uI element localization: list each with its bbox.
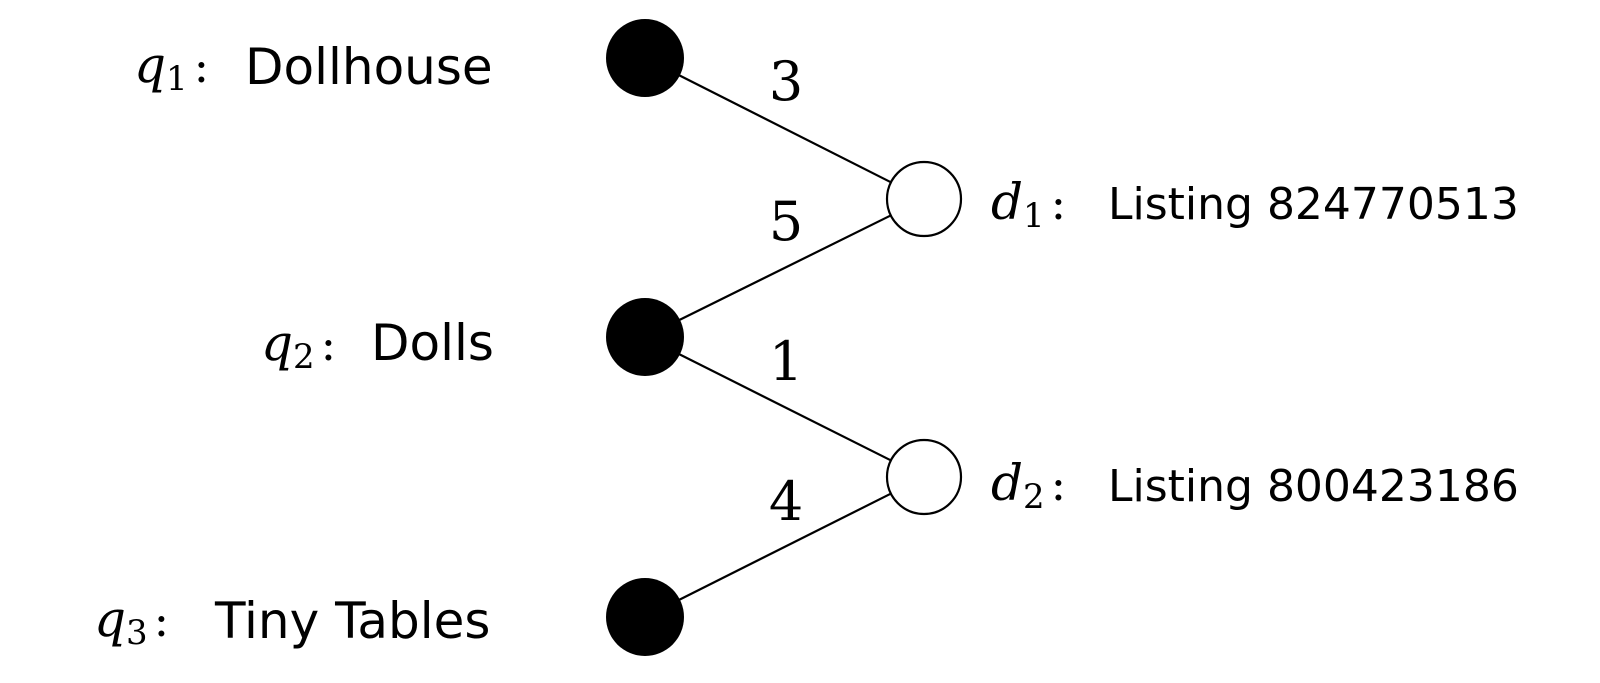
document-colon-d1: : [1051, 176, 1067, 230]
query-node-q2 [606, 298, 684, 376]
document-var-d1: d [991, 173, 1023, 231]
svg-text:q2:: q2: [261, 314, 336, 377]
edge-weight-q2-d1: 5 [769, 190, 803, 253]
query-sub-q1: 1 [166, 59, 188, 99]
query-label-q3: q3: Tiny Tables [94, 590, 490, 653]
document-colon-d2: : [1051, 457, 1067, 511]
edge-q1-d1 [644, 57, 925, 200]
document-node-d2 [885, 438, 963, 516]
query-text-q1: Dollhouse [245, 38, 493, 96]
query-label-q2: q2: Dolls [261, 314, 494, 377]
svg-text:d2:: d2: [991, 454, 1066, 517]
document-node-d1 [885, 160, 963, 238]
query-colon-q1: : [194, 39, 210, 93]
query-colon-q3: : [154, 593, 170, 647]
edge-q2-d1 [644, 198, 925, 338]
query-var-q3: q [94, 590, 126, 648]
query-node-q3 [606, 578, 684, 656]
edge-q3-d2 [644, 476, 925, 618]
document-var-d2: d [991, 454, 1023, 512]
query-var-q2: q [261, 314, 293, 372]
query-text-q3: Tiny Tables [214, 592, 490, 650]
document-sub-d1: 1 [1023, 196, 1045, 236]
document-text-d1: Listing 824770513 [1108, 179, 1519, 230]
document-text-d2: Listing 800423186 [1108, 461, 1519, 512]
edge-weight-q1-d1: 3 [769, 50, 803, 113]
query-sub-q3: 3 [126, 613, 148, 653]
query-label-q1: q1: Dollhouse [134, 36, 493, 99]
query-text-q2: Dolls [371, 314, 494, 372]
query-node-q1 [606, 19, 684, 97]
query-var-q1: q [134, 36, 166, 94]
document-label-d1: d1: Listing 824770513 [991, 173, 1519, 236]
svg-text:q1:: q1: [134, 36, 209, 99]
query-colon-q2: : [321, 317, 337, 371]
edge-weight-q2-d2: 1 [769, 330, 803, 393]
svg-text:q3:: q3: [94, 590, 169, 653]
query-sub-q2: 2 [293, 337, 315, 377]
document-label-d2: d2: Listing 800423186 [991, 454, 1519, 517]
edge-q2-d2 [644, 336, 925, 478]
edge-weight-q3-d2: 4 [769, 470, 803, 533]
svg-text:d1:: d1: [991, 173, 1066, 236]
document-sub-d2: 2 [1023, 477, 1045, 517]
